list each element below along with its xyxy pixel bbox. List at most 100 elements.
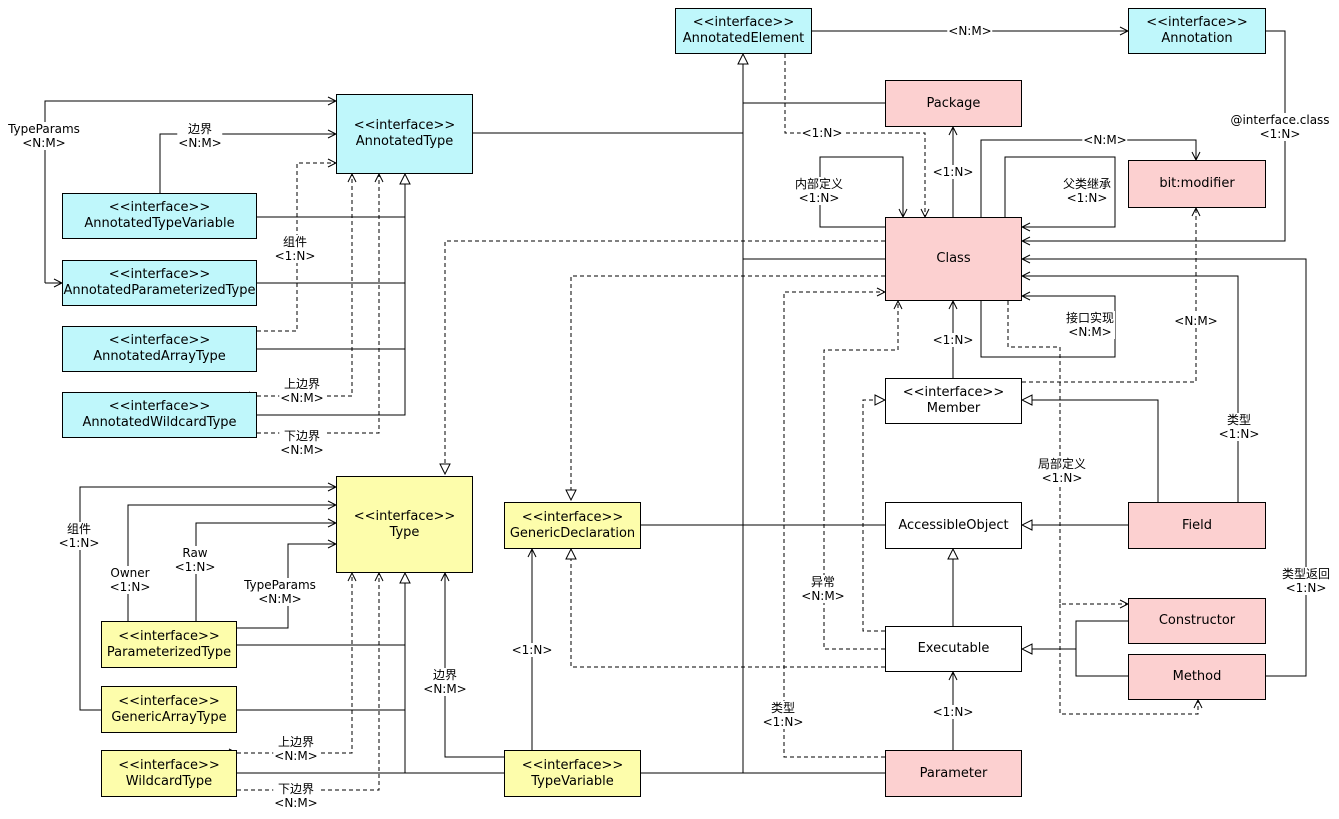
label-genericdecl-mult: <1:N> — [510, 643, 554, 657]
label-mult: <N:M> — [1174, 314, 1218, 328]
node-type: <<interface>> Type — [336, 476, 473, 573]
label-interfaceimpl: 接口实现 <N:M> — [1064, 311, 1116, 339]
label-mult: <1:N> — [932, 333, 974, 347]
edge-localdef — [1007, 301, 1128, 604]
stereotype: <<interface>> — [902, 385, 1005, 400]
stereotype: <<interface>> — [108, 267, 211, 282]
node-generic-array-type: <<interface>> GenericArrayType — [101, 686, 237, 733]
label-mult: <N:M> — [258, 592, 302, 606]
edge-class-interfaceimpl — [980, 296, 1116, 358]
label-mult: <1:N> — [274, 249, 316, 263]
edge-field-member — [1022, 400, 1159, 502]
label-mult: <N:M> — [22, 136, 66, 150]
node-wildcard-type: <<interface>> WildcardType — [101, 750, 237, 797]
label-localdef: 局部定义 <1:N> — [1036, 457, 1088, 485]
label-annotatedelement-annotation: <N:M> — [947, 24, 993, 38]
edge-lowerbound-top — [257, 174, 379, 433]
node-generic-declaration: <<interface>> GenericDeclaration — [504, 502, 641, 549]
node-parameterized-type: <<interface>> ParameterizedType — [101, 621, 237, 668]
stereotype: <<interface>> — [118, 628, 220, 644]
node-class: Class — [885, 217, 1022, 301]
stereotype: <<interface>> — [108, 399, 211, 414]
label-innerdef: 内部定义 <1:N> — [793, 177, 845, 205]
stereotype: <<interface>> — [353, 508, 456, 524]
node-method: Method — [1128, 654, 1266, 700]
stereotype: <<interface>> — [118, 693, 220, 709]
stereotype: <<interface>> — [521, 509, 624, 525]
label-text: 组件 — [282, 235, 308, 249]
label-interface-class: @interface.class <1:N> — [1229, 113, 1331, 141]
label-mult: <1:N> — [58, 536, 100, 550]
stereotype: <<interface>> — [108, 333, 211, 348]
label-mult: <N:M> — [280, 391, 324, 405]
edge-class-innerdef — [819, 156, 903, 228]
node-parameter: Parameter — [885, 750, 1022, 797]
node-name: GenericArrayType — [111, 709, 227, 725]
node-name: Annotation — [1161, 31, 1233, 46]
node-constructor: Constructor — [1128, 598, 1266, 644]
node-type-variable: <<interface>> TypeVariable — [504, 750, 641, 797]
label-mult: <N:M> — [274, 796, 318, 810]
label-paramtype: 类型 <1:N> — [761, 701, 805, 729]
node-name: ParameterizedType — [106, 644, 232, 660]
stereotype: <<interface>> — [1146, 15, 1248, 30]
label-upperbound-top: 上边界 <N:M> — [279, 377, 325, 405]
label-modifier-mult: <N:M> — [1082, 133, 1128, 147]
label-text: TypeParams — [244, 578, 316, 592]
label-lowerbound-top: 下边界 <N:M> — [279, 429, 325, 457]
node-name: TypeVariable — [531, 773, 614, 789]
edge-method-returntype — [1022, 259, 1307, 677]
edge-executable-member — [862, 400, 885, 632]
label-lowerbound-bottom: 下边界 <N:M> — [273, 782, 319, 810]
edge-member-modifier — [1022, 208, 1196, 383]
stereotype: <<interface>> — [118, 757, 220, 773]
label-mult: <1:N> — [932, 165, 974, 179]
stereotype: <<interface>> — [108, 200, 211, 215]
label-mult: <1:N> — [174, 560, 216, 574]
label-mult: <N:M> — [423, 682, 467, 696]
node-executable: Executable — [885, 626, 1022, 672]
edge-raw — [195, 523, 336, 621]
label-text: 父类继承 — [1062, 177, 1112, 191]
node-name: Package — [926, 95, 981, 111]
edge-component-top — [257, 163, 336, 332]
label-mult: <N:M> — [280, 443, 324, 457]
label-text: @interface.class — [1230, 113, 1330, 127]
label-mult: <1:N> — [1259, 127, 1301, 141]
label-text: <N:M> — [948, 24, 992, 38]
edge-upperbound-top — [257, 174, 352, 396]
edge-class-superclass — [1004, 156, 1116, 227]
node-name: Field — [1181, 517, 1212, 533]
label-text: 边界 — [187, 122, 213, 136]
node-name: Constructor — [1158, 613, 1236, 628]
label-text: 上边界 — [277, 735, 315, 749]
edge-executable-genericdecl — [571, 549, 885, 668]
node-name: bit:modifier — [1159, 176, 1235, 191]
label-bound-bottom: 边界 <N:M> — [422, 668, 468, 696]
edge-executable-exception — [823, 301, 898, 650]
label-text: 异常 — [810, 575, 836, 589]
node-package: Package — [885, 80, 1022, 127]
node-field: Field — [1128, 502, 1266, 549]
label-mult: <N:M> — [1083, 133, 1127, 147]
label-component-bottom: 组件 <1:N> — [57, 522, 101, 550]
edge-parameter-type — [783, 292, 885, 758]
node-name: GenericDeclaration — [509, 525, 636, 541]
node-name: Method — [1172, 669, 1222, 684]
node-name: AnnotatedType — [355, 134, 454, 149]
label-typeparams-top: TypeParams <N:M> — [7, 122, 81, 150]
node-name: AccessibleObject — [898, 517, 1009, 533]
label-element-class-mult: <1:N> — [800, 126, 844, 140]
label-mult: <1:N> — [1285, 581, 1327, 595]
label-text: Raw — [182, 546, 208, 560]
node-name: AnnotatedArrayType — [93, 349, 226, 364]
label-mult: <1:N> — [109, 580, 151, 594]
label-package-class-mult: <1:N> — [931, 165, 975, 179]
node-name: AnnotatedWildcardType — [82, 415, 237, 430]
label-mult: <1:N> — [1218, 427, 1260, 441]
node-name: AnnotatedElement — [682, 31, 805, 46]
label-typeparams-bottom: TypeParams <N:M> — [243, 578, 317, 606]
node-annotated-element: <<interface>> AnnotatedElement — [675, 8, 812, 54]
node-name: WildcardType — [125, 773, 213, 789]
